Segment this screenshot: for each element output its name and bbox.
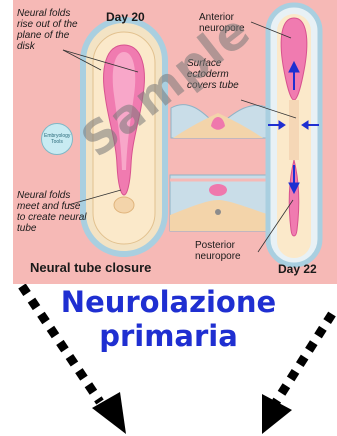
right-dotted-arrow — [262, 314, 332, 434]
neural-folds-meet-label: Neural folds meet and fuse to create neu… — [17, 190, 87, 234]
cross-section-upper — [171, 105, 268, 138]
neural-tube-figure: Neural folds rise out of the plane of th… — [13, 0, 337, 284]
cross-section-lower — [170, 175, 270, 231]
dotted-arrows — [0, 284, 337, 436]
neural-folds-rise-label: Neural folds rise out of the plane of th… — [17, 8, 87, 52]
figure-caption: Neural tube closure — [30, 260, 151, 275]
embryology-stamp-logo: Embryology Tools — [41, 123, 73, 155]
left-dotted-arrow — [22, 286, 126, 434]
posterior-neuropore-label: Posterior neuropore — [195, 240, 255, 262]
stamp-text: Embryology Tools — [44, 133, 70, 145]
day20-label: Day 20 — [106, 10, 145, 24]
day22-label: Day 22 — [278, 262, 317, 276]
